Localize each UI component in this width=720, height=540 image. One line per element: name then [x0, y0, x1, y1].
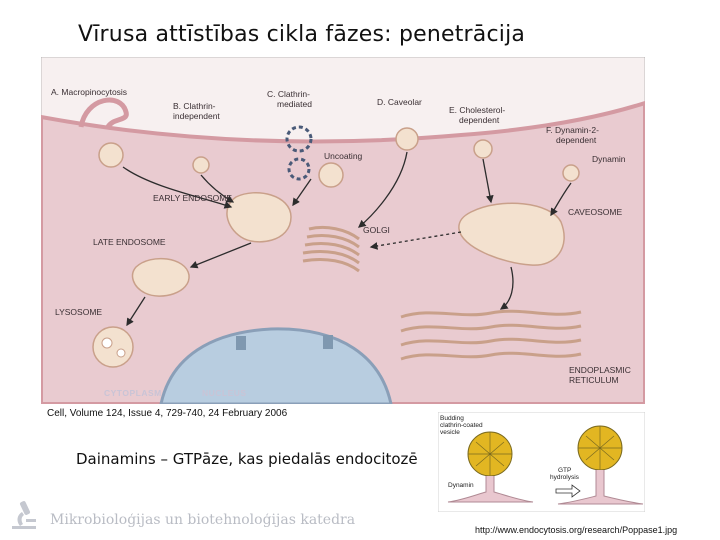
source-url: http://www.endocytosis.org/research/Popp…	[475, 525, 678, 535]
inset-dynamin: Dynamin	[448, 482, 474, 489]
clathrin-coated-vesicle	[285, 125, 313, 153]
label-cytoplasm: CYTOPLASM	[104, 388, 162, 398]
lysosome-inner-1	[101, 337, 113, 349]
caveosome-shape	[458, 202, 565, 266]
dynamin-vesicle	[562, 164, 580, 182]
label-f2: dependent	[556, 135, 597, 145]
uncoated-vesicle	[318, 162, 344, 188]
nuclear-pore-left	[236, 336, 246, 350]
cage-lines-left	[468, 432, 512, 476]
label-late-endosome: LATE ENDOSOME	[93, 237, 166, 247]
dynamin-inset: Budding clathrin-coated vesicle GTP hydr…	[438, 412, 645, 512]
caveolar-vesicle	[395, 127, 419, 151]
clathrin-independent-vesicle	[192, 156, 210, 174]
label-er-1: ENDOPLASMIC	[569, 365, 631, 375]
macropinocytosis-ruffle	[78, 97, 129, 131]
label-e1: E. Cholesterol-	[449, 105, 505, 115]
citation: Cell, Volume 124, Issue 4, 729-740, 24 F…	[47, 408, 288, 419]
label-a: A. Macropinocytosis	[51, 87, 127, 97]
lysosome-shape	[92, 326, 134, 368]
inset-hydrolysis: hydrolysis	[550, 474, 580, 481]
label-b1: B. Clathrin-	[173, 101, 216, 111]
pathway-arrows	[122, 151, 572, 327]
slide-title: Vīrusa attīstības cikla fāzes: penetrāci…	[78, 22, 526, 47]
label-early-endosome: EARLY ENDOSOME	[153, 193, 232, 203]
label-c2: mediated	[277, 99, 312, 109]
label-b2: independent	[173, 111, 220, 121]
label-caveosome: CAVEOSOME	[568, 207, 622, 217]
label-e2: dependent	[459, 115, 500, 125]
nucleus-shape	[159, 327, 393, 404]
label-lysosome: LYSOSOME	[55, 307, 102, 317]
vesicle-neck-right	[557, 470, 644, 505]
golgi-stack	[302, 225, 360, 273]
cholesterol-vesicle	[473, 139, 493, 159]
caption: Dainamins – GTPāze, kas piedalās endocit…	[76, 450, 418, 468]
gtp-arrow	[555, 484, 581, 498]
er-shape	[400, 309, 582, 361]
macropinosome	[98, 142, 124, 168]
label-uncoating: Uncoating	[324, 151, 363, 161]
department-name: Mikrobioloģijas un biotehnoloģijas kated…	[50, 512, 356, 528]
label-f1: F. Dynamin-2-	[546, 125, 599, 135]
label-c1: C. Clathrin-	[267, 89, 310, 99]
inset-gtp: GTP	[558, 467, 571, 474]
vesicle-neck-left	[447, 476, 534, 503]
inset-budding-1: Budding	[440, 415, 464, 422]
label-er-2: RETICULUM	[569, 375, 619, 385]
coated-vesicle-lower	[287, 157, 311, 181]
nuclear-pore-right	[323, 335, 333, 349]
label-d: D. Caveolar	[377, 97, 422, 107]
label-dynamin: Dynamin	[592, 154, 626, 164]
microscope-icon	[12, 501, 36, 529]
virus-entry-diagram: A. Macropinocytosis B. Clathrin- indepen…	[41, 57, 645, 404]
lysosome-inner-2	[116, 348, 126, 358]
inset-budding-2: clathrin-coated	[440, 422, 483, 429]
late-endosome	[131, 257, 190, 297]
label-nucleus: NUCLEUS	[202, 388, 247, 398]
early-endosome	[226, 192, 292, 243]
cage-lines-right	[578, 426, 622, 470]
label-golgi: GOLGI	[363, 225, 390, 235]
inset-budding-3: vesicle	[440, 429, 460, 436]
